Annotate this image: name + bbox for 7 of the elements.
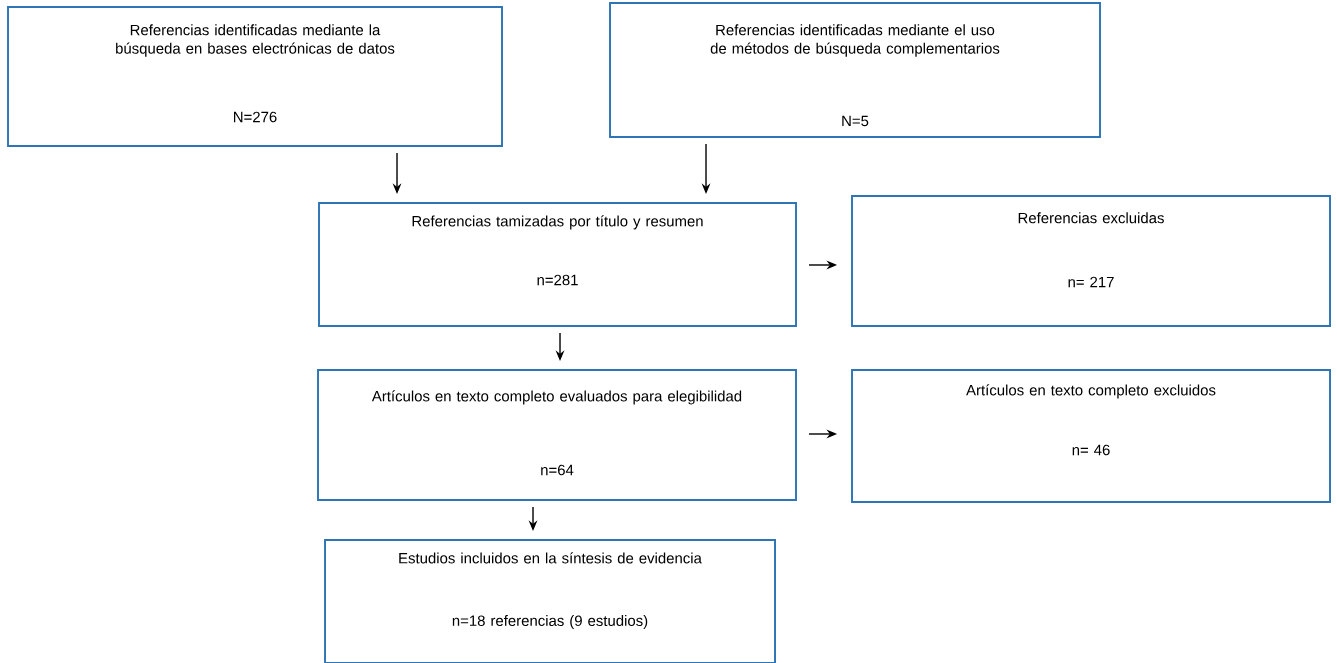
process-box: Referencias excluidas n= 217 (851, 195, 1331, 327)
process-box: Referencias identificadas mediante la búsqueda en bases electrónicas de datos N=276 (7, 6, 503, 147)
process-box: Referencias identificadas mediante el uso de métodos de búsqueda complementarios N=5 (609, 2, 1101, 138)
process-box: Artículos en texto completo evaluados para elegibilidad n=64 (317, 369, 797, 501)
process-box: Estudios incluidos en la síntesis de evidencia n=18 referencias (9 estudios) (324, 539, 776, 663)
process-box: Artículos en texto completo excluidos n= 46 (851, 369, 1331, 503)
process-box: Referencias tamizadas por título y resumen n=281 (318, 202, 797, 327)
